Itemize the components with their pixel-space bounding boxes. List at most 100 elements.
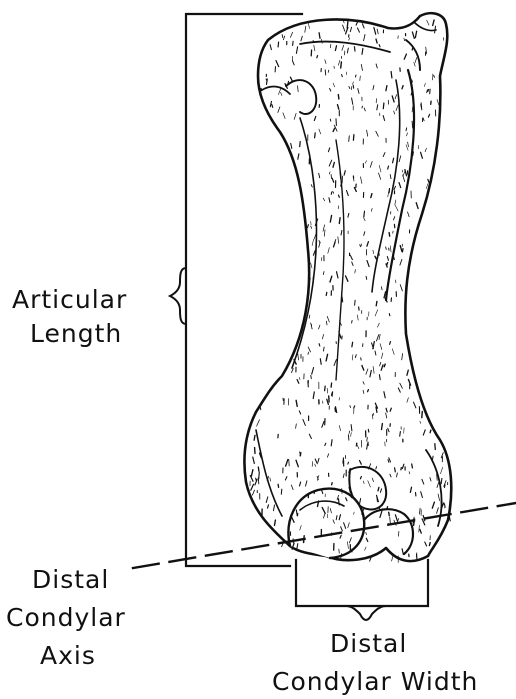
- stipple-mark: [311, 376, 312, 379]
- stipple-mark: [379, 45, 380, 47]
- stipple-mark: [281, 489, 282, 494]
- stipple-mark: [379, 375, 380, 380]
- stipple-mark: [339, 218, 340, 224]
- stipple-mark: [254, 435, 255, 440]
- stipple-mark: [319, 344, 320, 346]
- stipple-mark: [259, 472, 260, 479]
- stipple-mark: [328, 70, 329, 72]
- articular-length-line-1: Articular: [12, 285, 127, 314]
- stipple-mark: [359, 307, 360, 310]
- stipple-mark: [356, 75, 357, 77]
- stipple-mark: [412, 107, 413, 112]
- stipple-mark: [389, 233, 390, 237]
- stipple-mark: [388, 166, 389, 169]
- stipple-mark: [319, 33, 320, 39]
- stipple-mark: [300, 453, 301, 456]
- stipple-mark: [384, 364, 385, 367]
- stipple-mark: [379, 253, 380, 255]
- stipple-mark: [314, 491, 315, 494]
- stipple-mark: [326, 321, 327, 325]
- stipple-mark: [389, 512, 390, 515]
- stipple-mark: [391, 72, 392, 78]
- stipple-mark: [275, 520, 276, 525]
- stipple-mark: [366, 276, 367, 279]
- stipple-mark: [348, 435, 349, 441]
- stipple-mark: [339, 195, 340, 197]
- stipple-mark: [435, 444, 436, 450]
- stipple-mark: [278, 484, 279, 487]
- distal-condylar-axis-line-2: Condylar: [6, 603, 126, 632]
- stipple-mark: [309, 315, 310, 318]
- stipple-mark: [330, 119, 331, 121]
- stipple-mark: [315, 133, 316, 138]
- distal-condylar-width-bracket: [296, 560, 428, 606]
- stipple-mark: [352, 342, 353, 347]
- stipple-mark: [313, 276, 314, 282]
- stipple-mark: [331, 192, 332, 194]
- stipple-mark: [383, 103, 384, 109]
- stipple-mark: [412, 121, 413, 128]
- stipple-mark: [412, 47, 413, 50]
- stipple-mark: [293, 41, 294, 45]
- distal-condylar-axis-label: Distal Condylar Axis: [6, 565, 135, 670]
- stipple-mark: [331, 383, 332, 387]
- distal-condylar-axis-line-1: Distal: [32, 565, 109, 594]
- stipple-mark: [350, 406, 351, 408]
- articular-length-line-2: Length: [30, 319, 122, 348]
- stipple-mark: [422, 411, 423, 417]
- stipple-mark: [398, 531, 399, 536]
- bone-illustration: [244, 13, 451, 562]
- stipple-mark: [368, 429, 369, 432]
- stipple-mark: [341, 62, 342, 68]
- stipple-mark: [441, 478, 442, 483]
- stipple-mark: [360, 76, 361, 81]
- stipple-mark: [267, 79, 268, 85]
- stipple-mark: [378, 487, 379, 490]
- articular-length-brace: [170, 268, 186, 324]
- stipple-mark: [364, 211, 365, 217]
- stipple-mark: [326, 292, 327, 295]
- stipple-mark: [288, 81, 289, 84]
- stipple-mark: [339, 499, 340, 505]
- distal-condylar-width-line-2: Condylar Width: [272, 667, 478, 696]
- stipple-mark: [325, 70, 326, 75]
- stipple-mark: [428, 90, 429, 92]
- distal-condylar-width-line-1: Distal: [330, 629, 407, 658]
- stipple-mark: [377, 497, 378, 502]
- stipple-mark: [351, 493, 352, 498]
- distal-condylar-axis-line-3: Axis: [40, 641, 96, 670]
- stipple-mark: [389, 314, 390, 316]
- distal-condylar-width-brace: [346, 606, 386, 620]
- stipple-mark: [338, 95, 339, 99]
- stipple-mark: [349, 136, 350, 142]
- stipple-mark: [342, 75, 343, 77]
- stipple-mark: [260, 407, 261, 409]
- stipple-mark: [256, 478, 257, 480]
- bone-outline: [244, 13, 451, 561]
- stipple-mark: [258, 467, 259, 471]
- stipple-mark: [332, 483, 333, 485]
- stipple-mark: [429, 543, 430, 546]
- stipple-mark: [339, 549, 340, 553]
- stipple-mark: [278, 42, 279, 47]
- stipple-mark: [324, 347, 325, 351]
- stipple-mark: [342, 297, 343, 302]
- distal-condylar-width-label: Distal Condylar Width: [272, 629, 478, 696]
- stipple-mark: [373, 346, 374, 349]
- stipple-mark: [376, 301, 377, 305]
- stipple-mark: [325, 386, 326, 391]
- stipple-mark: [367, 437, 368, 441]
- stipple-mark: [400, 432, 401, 437]
- stipple-mark: [412, 464, 413, 468]
- stipple-mark: [300, 142, 301, 147]
- stipple-mark: [362, 106, 363, 108]
- stipple-mark: [313, 40, 314, 42]
- stipple-mark: [387, 507, 388, 509]
- stipple-mark: [335, 408, 336, 412]
- stipple-mark: [317, 56, 318, 58]
- stipple-mark: [382, 424, 383, 430]
- stipple-mark: [343, 458, 344, 463]
- stipple-mark: [395, 468, 396, 472]
- stipple-mark: [353, 135, 354, 141]
